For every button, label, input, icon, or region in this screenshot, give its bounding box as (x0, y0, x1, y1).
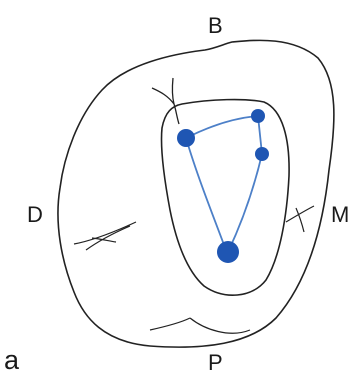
label-palatal: P (208, 350, 223, 375)
canal-connection-lines (186, 116, 262, 252)
groove-distal (74, 222, 136, 250)
label-distal: D (27, 202, 43, 227)
canal-db-dot (251, 109, 265, 123)
pulp-outline (161, 100, 289, 296)
label-buccal: B (208, 13, 223, 38)
canal-palatal-dot (217, 241, 239, 263)
label-mesial: M (331, 202, 349, 227)
crown-outline (58, 40, 334, 347)
canal-map (177, 109, 269, 263)
panel-label: a (4, 345, 20, 375)
groove-mesial (286, 206, 314, 232)
canal-mb2-dot (255, 147, 269, 161)
canal-mb-dot (177, 129, 195, 147)
groove-palatal (150, 318, 250, 333)
